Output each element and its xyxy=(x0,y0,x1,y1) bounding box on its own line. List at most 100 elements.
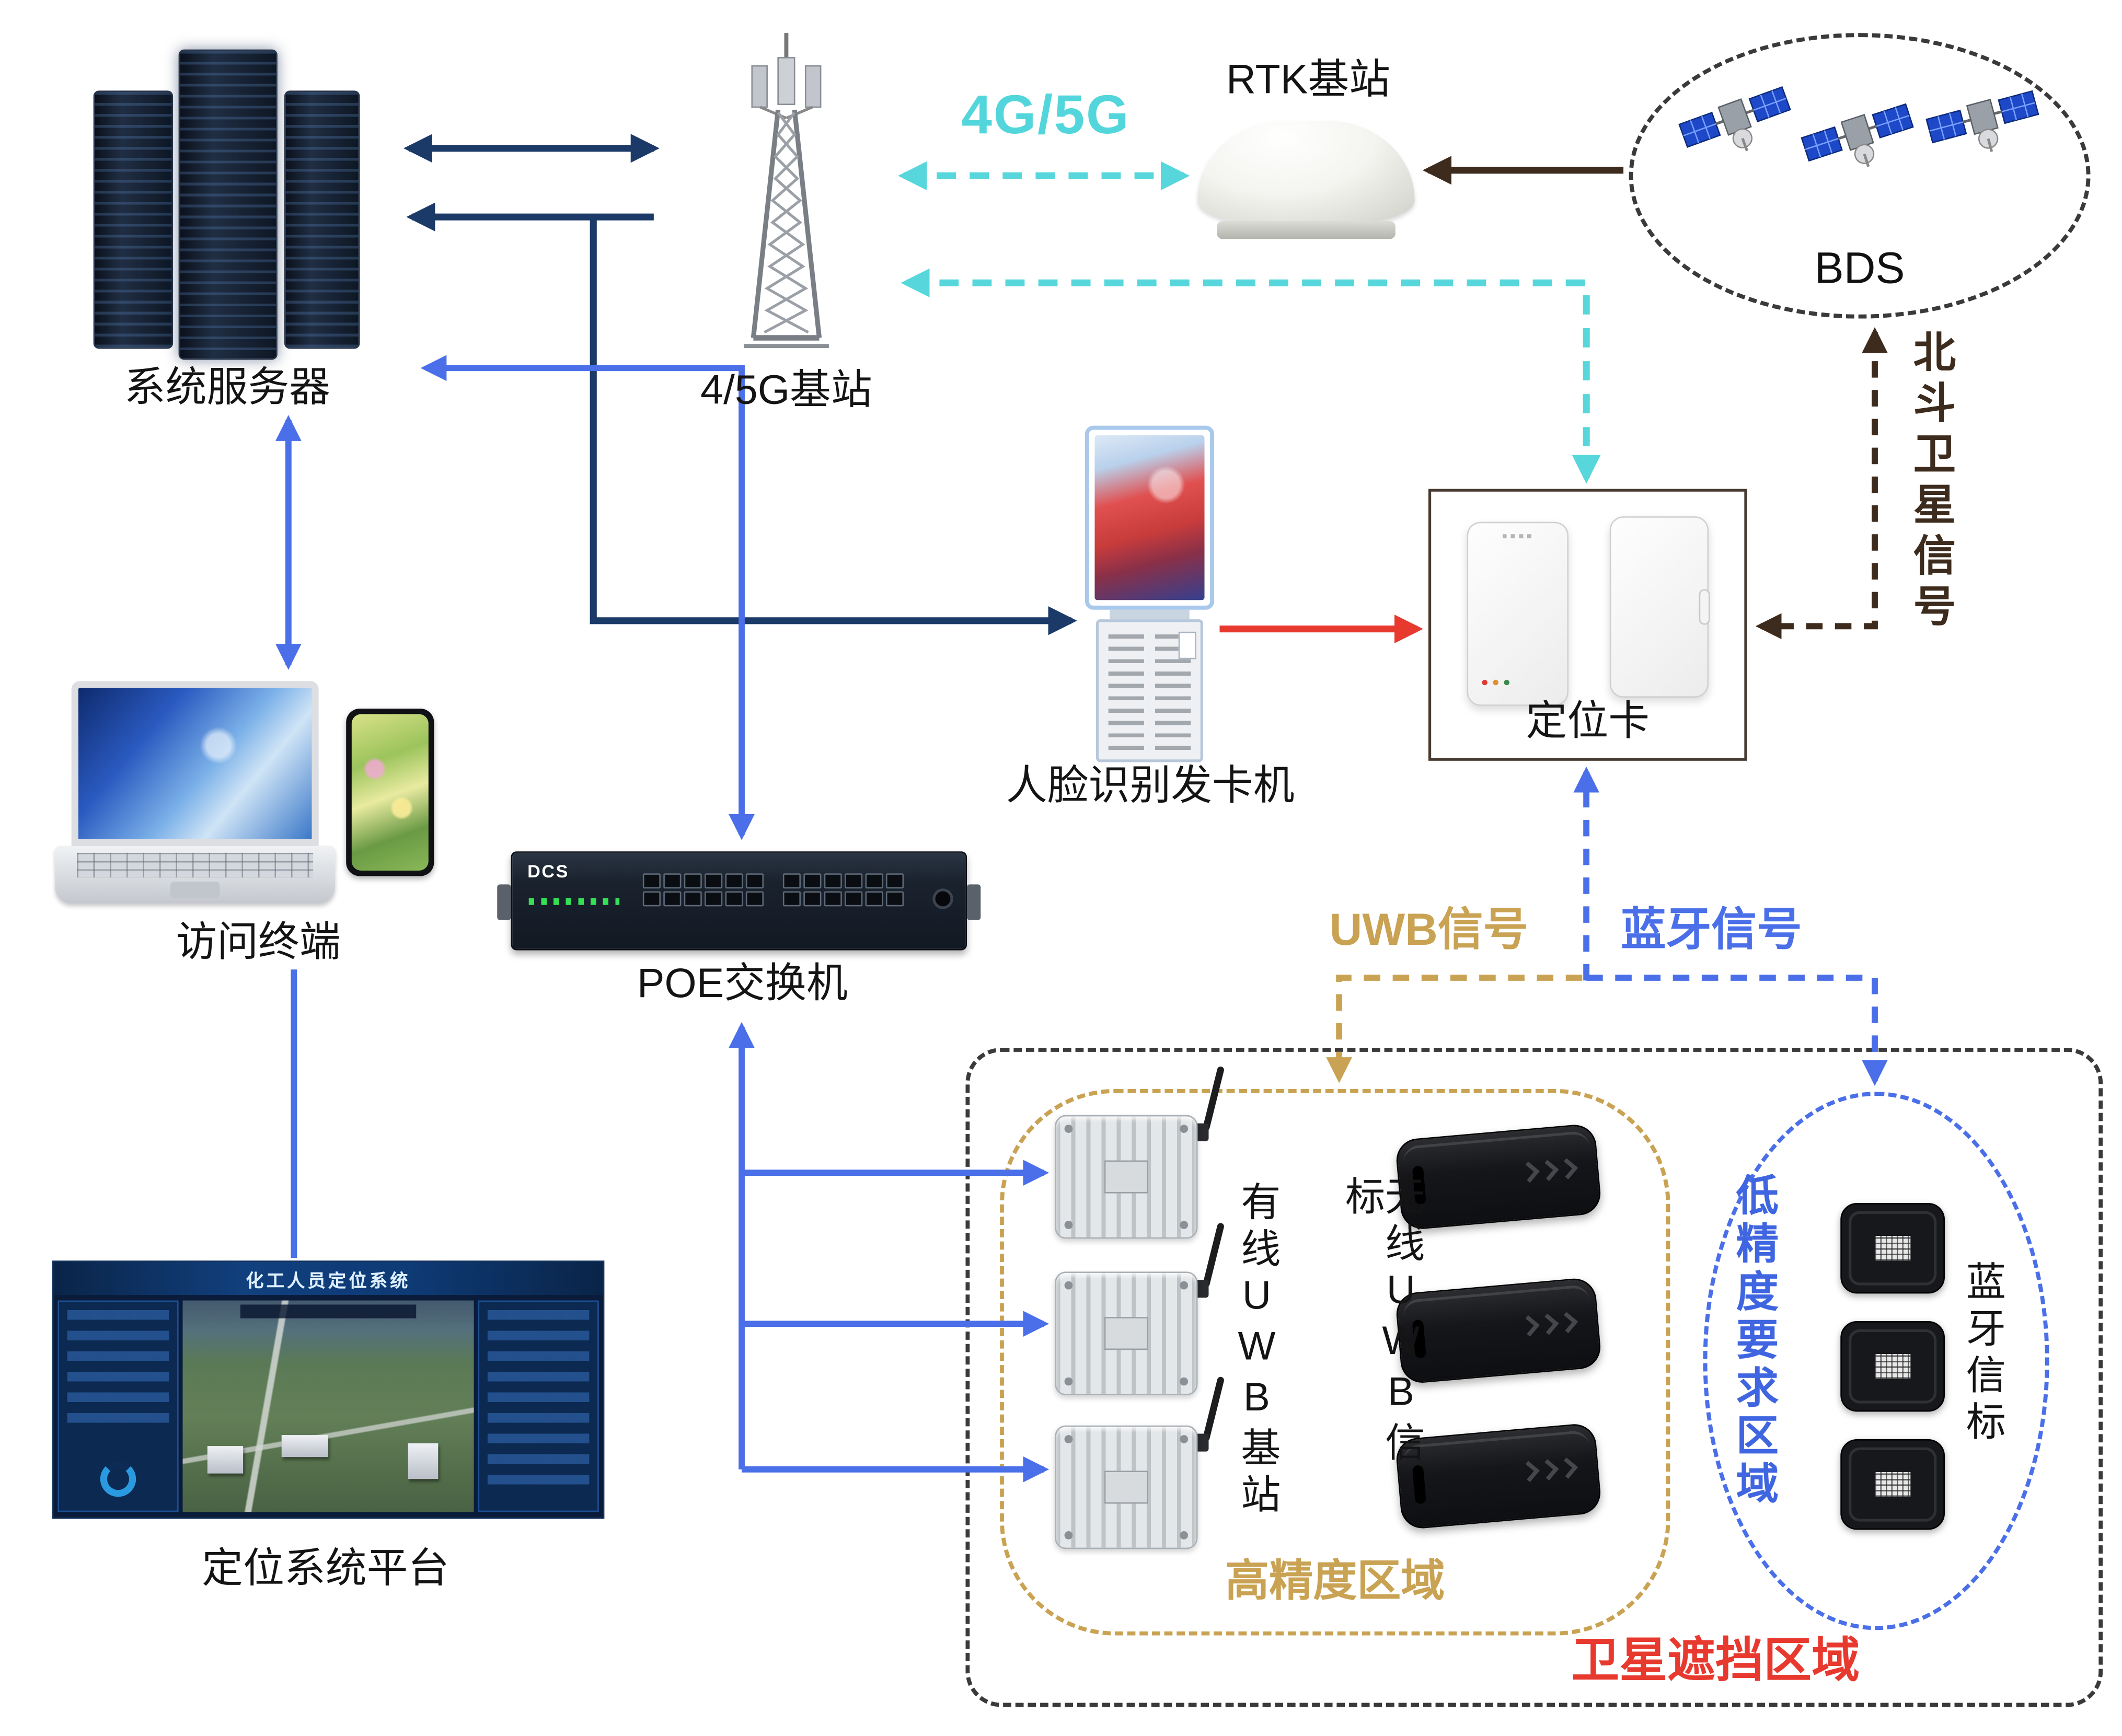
kiosk-poster xyxy=(1094,435,1205,600)
poe-switch: DCS xyxy=(497,851,981,951)
server-racks xyxy=(93,47,363,365)
uwb-beacon xyxy=(1394,1122,1602,1231)
satellite-icon xyxy=(1678,86,1791,152)
platform-building xyxy=(207,1446,244,1474)
chevron-icon xyxy=(1537,1160,1559,1182)
platform-screen-title: 化工人员定位系统 xyxy=(53,1262,603,1295)
platform-label: 定位系统平台 xyxy=(202,1546,449,1592)
kiosk-label: 人脸识别发卡机 xyxy=(1006,763,1295,809)
bluetooth-signal-label: 蓝牙信号 xyxy=(1620,904,1802,955)
smartphone-screen xyxy=(351,714,429,871)
cellular-signal-label: 4G/5G xyxy=(961,85,1131,146)
zone-low-precision-label: 低精度要求区域 xyxy=(1729,1173,1778,1509)
chevron-icon xyxy=(1556,1158,1578,1179)
bt-beacon-label: 蓝牙信标 xyxy=(1959,1260,2004,1448)
chevron-icon xyxy=(1556,1312,1578,1334)
switch-mount-ear xyxy=(497,884,511,920)
beacon-qr-label xyxy=(1874,1236,1911,1261)
uwb-base-bolts xyxy=(1064,1281,1073,1290)
kiosk-neck xyxy=(1110,609,1190,620)
platform-info-strip xyxy=(240,1304,416,1318)
beacon-qr-label xyxy=(1874,1472,1911,1497)
locator-card-device xyxy=(1609,516,1710,698)
switch-status-leds xyxy=(528,898,620,905)
server-rack xyxy=(93,90,174,349)
ethernet-ports xyxy=(642,873,904,907)
switch-mount-ear xyxy=(966,884,981,920)
platform-building xyxy=(408,1443,439,1479)
zone-satellite-blocked-label: 卫星遮挡区域 xyxy=(1571,1634,1860,1688)
server-label: 系统服务器 xyxy=(124,365,330,411)
tower-label: 4/5G基站 xyxy=(700,368,872,413)
rtk-dome-antenna xyxy=(1197,121,1415,225)
rtk-dome-base xyxy=(1217,221,1396,239)
chevron-icon xyxy=(1518,1161,1540,1183)
zone-low-precision: 低精度要求区域 xyxy=(1703,1092,2049,1630)
link-tower-card-4g5g xyxy=(901,268,1601,484)
bluetooth-beacon xyxy=(1840,1202,1945,1294)
beidou-signal-label: 北斗卫星信号 xyxy=(1906,329,1955,635)
smartphone xyxy=(346,708,434,876)
uwb-beacon xyxy=(1394,1277,1602,1385)
card-speaker-grille xyxy=(1502,534,1533,539)
switch-power-knob xyxy=(932,888,953,909)
platform-right-panel xyxy=(478,1300,599,1512)
cell-tower-icon xyxy=(743,33,829,349)
link-server-poe xyxy=(420,355,755,840)
locator-card-device xyxy=(1467,522,1569,706)
uwb-base-station xyxy=(1055,1066,1225,1239)
platform-donut-chart xyxy=(100,1461,136,1497)
bluetooth-beacon xyxy=(1840,1321,1945,1412)
chevron-icon xyxy=(1556,1457,1578,1479)
chevron-icon xyxy=(1518,1461,1540,1483)
kiosk-screen xyxy=(1085,425,1215,610)
locator-card-box: 定位卡 xyxy=(1428,489,1747,761)
uwb-base-bolts xyxy=(1064,1435,1073,1443)
laptop xyxy=(55,681,336,906)
zone-high-precision: 高精度区域 xyxy=(1000,1089,1670,1636)
card-indicator-leds xyxy=(1482,679,1487,686)
uwb-beacon xyxy=(1394,1422,1602,1531)
bds-satellite-group: BDS xyxy=(1629,33,2091,319)
platform-screenshot: 化工人员定位系统 xyxy=(52,1260,605,1519)
face-recognition-kiosk xyxy=(1085,425,1217,763)
kiosk-mini-display xyxy=(1178,631,1196,659)
zone-high-precision-label: 高精度区域 xyxy=(1225,1556,1445,1605)
laptop-keyboard xyxy=(77,852,314,878)
link-card-bds-beidou xyxy=(1755,327,1888,640)
kiosk-base xyxy=(1096,619,1203,762)
laptop-base xyxy=(55,846,336,904)
chevron-icon xyxy=(1537,1459,1559,1480)
uwb-base-plate xyxy=(1104,1160,1148,1194)
switch-brand-logo: DCS xyxy=(527,861,570,882)
platform-3d-view xyxy=(182,1300,474,1512)
uwb-base-bolts xyxy=(1064,1125,1073,1133)
uwb-base-plate xyxy=(1104,1317,1148,1350)
card-clip-notch xyxy=(1699,589,1710,625)
kiosk-vent xyxy=(1108,634,1144,753)
beacon-qr-label xyxy=(1874,1354,1911,1379)
chevron-icon xyxy=(1537,1313,1559,1335)
uwb-beacon-label: 无线UWB信标 xyxy=(1339,1175,1423,1468)
uwb-signal-label: UWB信号 xyxy=(1329,904,1529,955)
platform-building xyxy=(281,1435,329,1457)
satellite-icon xyxy=(1925,90,2039,152)
rtk-label: RTK基站 xyxy=(1226,57,1390,103)
uwb-base-station xyxy=(1055,1222,1225,1395)
uwb-base-plate xyxy=(1104,1471,1148,1504)
bluetooth-beacon xyxy=(1840,1439,1945,1530)
bds-label: BDS xyxy=(1814,243,1905,293)
satellites-icon xyxy=(1678,86,2039,167)
satellite-icon xyxy=(1801,103,1914,167)
server-rack xyxy=(284,90,360,349)
platform-left-panel xyxy=(57,1300,179,1512)
uwb-base-station xyxy=(1055,1376,1225,1549)
platform-panel-rows xyxy=(67,1310,169,1431)
terminal-label: 访问终端 xyxy=(176,920,341,966)
laptop-screen xyxy=(71,681,319,846)
server-rack xyxy=(178,49,278,360)
chevron-icon xyxy=(1518,1315,1540,1337)
platform-panel-rows xyxy=(487,1310,590,1490)
